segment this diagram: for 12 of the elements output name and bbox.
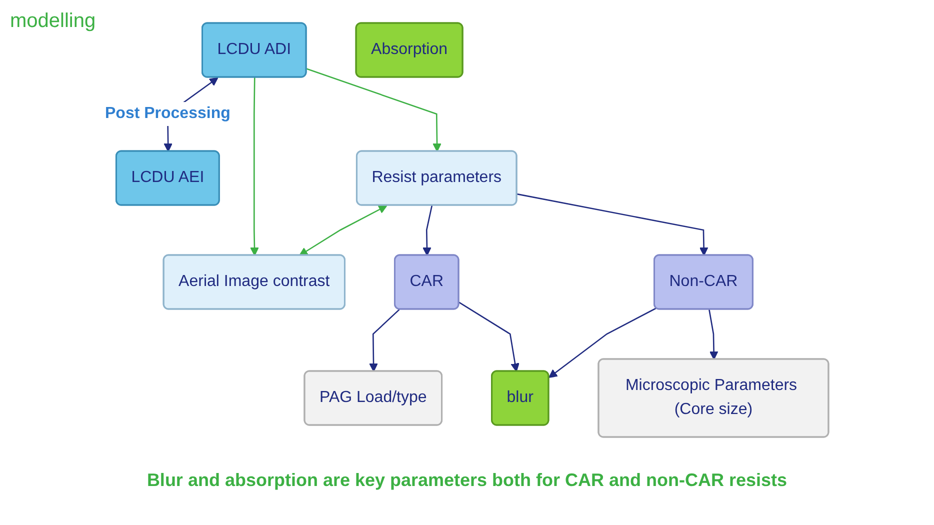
arrow [306, 68, 442, 152]
edge-label: Post Processing [105, 105, 231, 122]
arrow [548, 308, 657, 378]
arrow [422, 205, 433, 256]
arrow [517, 193, 708, 256]
arrow [708, 309, 718, 360]
arrow [250, 78, 260, 256]
caption: Blur and absorption are key parameters both for CAR and non-CAR resists [146, 470, 788, 491]
arrow [369, 308, 400, 372]
annotation-text: modelling [10, 10, 96, 33]
arrow [299, 205, 388, 256]
arrow [458, 302, 520, 372]
